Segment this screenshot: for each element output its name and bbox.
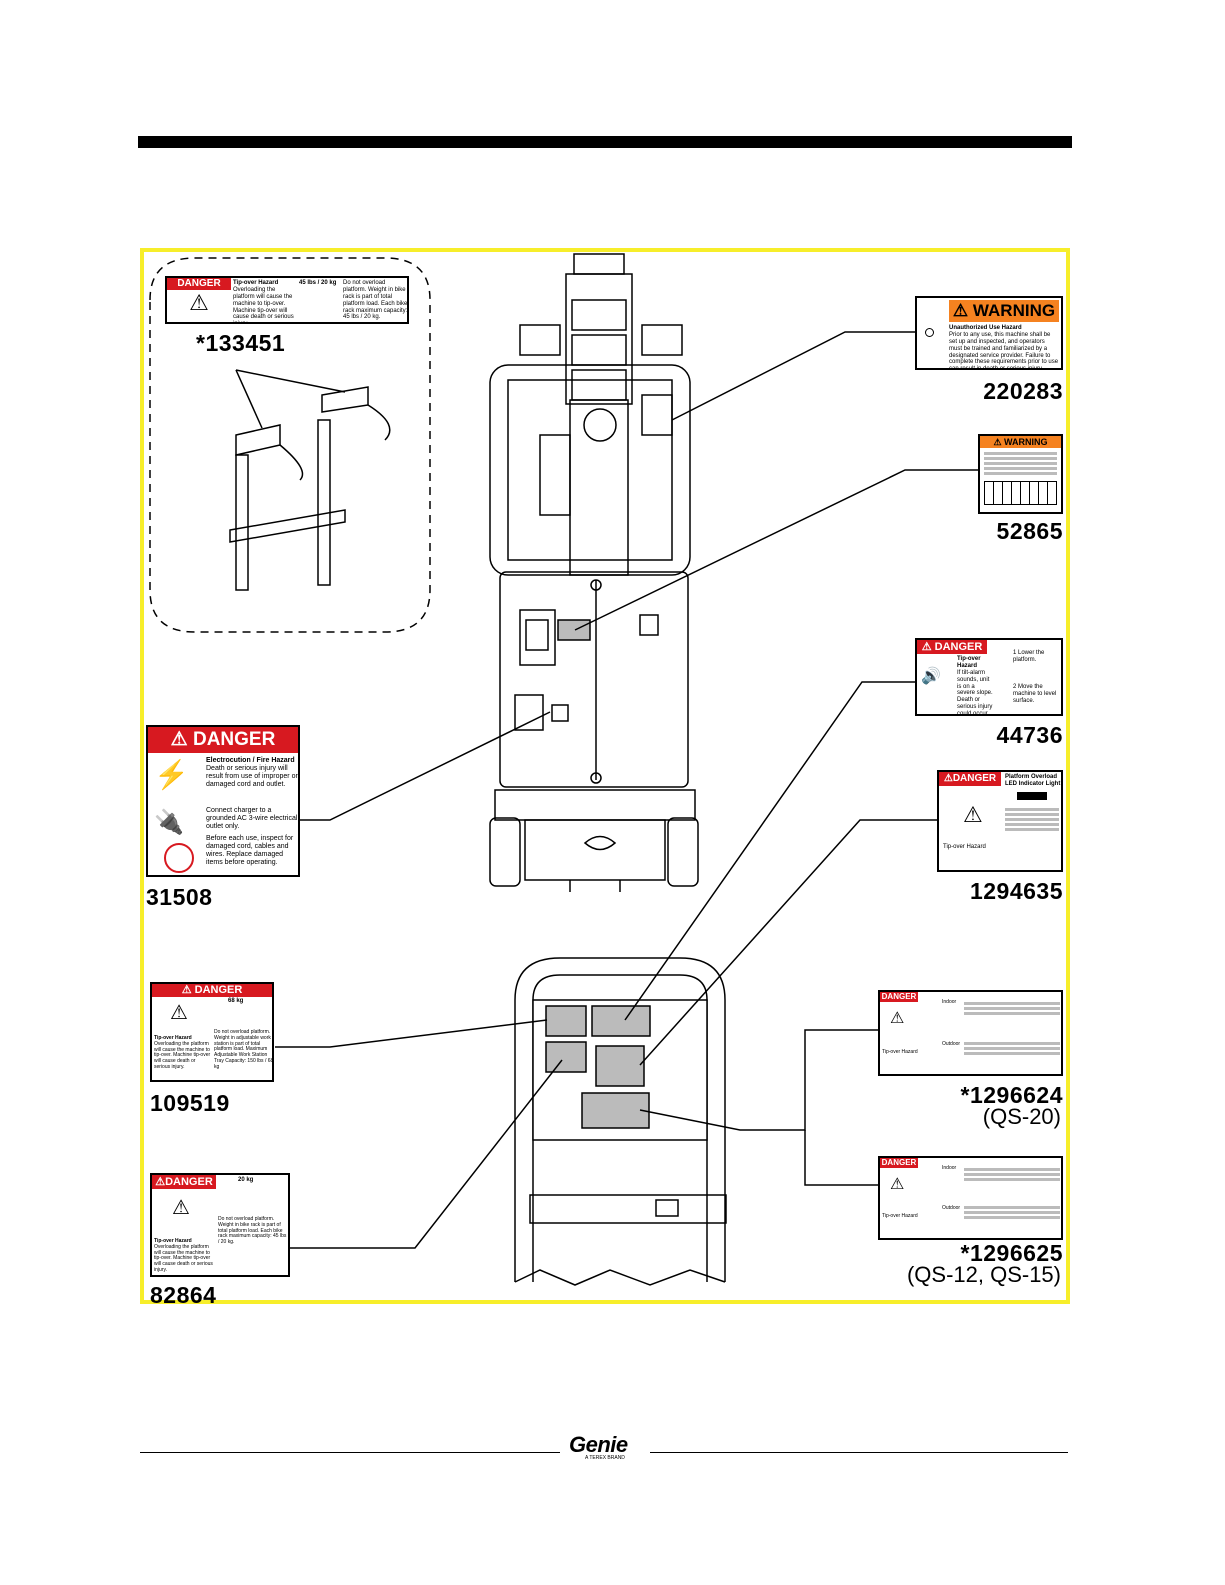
decal-133451: DANGER ⚠ Tip-over Hazard Overloading the…	[165, 276, 409, 324]
warning-triangle-icon: ⚠	[952, 301, 969, 320]
tipover-pictogram-icon: ⚠	[170, 1002, 188, 1024]
hazard-title: Electrocution / Fire Hazard	[206, 757, 295, 764]
hazard-text: Overloading the platform will cause the …	[154, 1243, 213, 1273]
hazard-title: Tip-over Hazard	[957, 656, 981, 669]
instruction-text: Do not overload platform. Weight in bike…	[343, 280, 408, 321]
danger-header: ⚠ DANGER	[917, 640, 987, 654]
hazard-title: Tip-over Hazard	[882, 1049, 918, 1055]
hazard-title: Tip-over Hazard	[943, 844, 986, 850]
hazard-title: Tip-over Hazard	[882, 1213, 918, 1219]
decal-82864: ⚠DANGER 20 kg ⚠ Tip-over Hazard Overload…	[150, 1173, 290, 1277]
danger-header: ⚠ DANGER	[152, 984, 272, 997]
led-indicator-icon	[1017, 792, 1047, 800]
decal-number-1296624: *1296624	[960, 1082, 1063, 1108]
hazard-text: If tilt-alarm sounds, unit is on a sever…	[957, 669, 993, 716]
hole-icon	[925, 328, 934, 337]
tipover-pictogram-icon: ⚠	[189, 289, 209, 315]
step-2: 2 Move the machine to level surface.	[1013, 684, 1057, 704]
footer-rule-right	[650, 1452, 1068, 1453]
genie-logo-tagline: A TEREX BRAND	[585, 1455, 625, 1461]
hazard-title: Tip-over Hazard	[233, 280, 279, 286]
no-damaged-cord-icon	[164, 843, 194, 873]
weight-label: 45 lbs / 20 kg	[299, 280, 337, 286]
decal-number-133451: *133451	[196, 330, 286, 356]
decal-number-109519: 109519	[150, 1090, 230, 1116]
decal-1296625: DANGER ⚠ Tip-over Hazard Indoor Outdoor	[878, 1156, 1063, 1240]
instruction-1: Connect charger to a grounded AC 3-wire …	[206, 807, 298, 831]
danger-header: DANGER	[167, 278, 231, 290]
warning-header: ⚠ WARNING	[949, 300, 1059, 322]
decal-legend-frame	[140, 248, 1070, 1304]
tipover-pictogram-icon: ⚠	[963, 802, 983, 827]
shock-icon: ⚡	[154, 759, 189, 790]
decal-number-31508: 31508	[146, 884, 213, 910]
step-1: 1 Lower the platform.	[1013, 650, 1045, 663]
danger-header: ⚠DANGER	[152, 1175, 216, 1189]
header-rule	[138, 136, 1072, 148]
instruction-2: Before each use, inspect for damaged cor…	[206, 835, 294, 867]
alarm-icon: 🔊	[921, 668, 941, 685]
warning-header: ⚠ WARNING	[980, 436, 1061, 448]
hazard-text: Death or serious injury will result from…	[206, 765, 298, 789]
decal-220283: ⚠ WARNING Unauthorized Use Hazard Prior …	[915, 296, 1063, 370]
danger-header: ⚠ DANGER	[148, 727, 298, 753]
weight-label: 68 kg	[228, 998, 244, 1004]
hazard-title: Unauthorized Use Hazard	[949, 325, 1022, 331]
row-outdoor: Outdoor	[942, 1041, 961, 1047]
decal-44736: ⚠ DANGER 🔊 Tip-over Hazard If tilt-alarm…	[915, 638, 1063, 716]
tipover-pictogram-icon: ⚠	[172, 1197, 190, 1219]
decal-title: Platform Overload LED Indicator Light	[1005, 774, 1061, 787]
genie-logo: Genie	[569, 1432, 628, 1457]
danger-header: ⚠DANGER	[939, 772, 1001, 786]
model-note-1296625: (QS-12, QS-15)	[906, 1262, 1061, 1287]
decal-1296624: DANGER ⚠ Tip-over Hazard Indoor Outdoor	[878, 990, 1063, 1076]
row-indoor: Indoor	[942, 999, 957, 1005]
decal-31508: ⚠ DANGER ⚡ Electrocution / Fire Hazard D…	[146, 725, 300, 877]
tipover-pictogram-icon: ⚠	[890, 1176, 905, 1193]
weight-label: 20 kg	[238, 1177, 254, 1183]
model-note-1296624: (QS-20)	[982, 1104, 1061, 1129]
decal-109519: ⚠ DANGER ⚠ 68 kg Tip-over Hazard Overloa…	[150, 982, 274, 1082]
hazard-text: Overloading the platform will cause the …	[233, 286, 294, 322]
danger-header: DANGER	[880, 992, 918, 1002]
hazard-text: Overloading the platform will cause the …	[154, 1040, 211, 1070]
maintenance-grid	[984, 481, 1057, 505]
decal-number-1296625: *1296625	[960, 1240, 1063, 1266]
danger-header: DANGER	[880, 1158, 918, 1168]
row-outdoor: Outdoor	[942, 1205, 961, 1211]
outlet-icon: 🔌	[154, 809, 184, 836]
hazard-text: Prior to any use, this machine shall be …	[949, 331, 1059, 370]
hazard-title: Tip-over Hazard	[154, 1238, 192, 1244]
decal-number-220283: 220283	[983, 378, 1063, 404]
row-indoor: Indoor	[942, 1165, 957, 1171]
decal-number-44736: 44736	[996, 722, 1063, 748]
tipover-pictogram-icon: ⚠	[890, 1010, 905, 1027]
footer-rule-left	[140, 1452, 560, 1453]
decal-number-52865: 52865	[996, 518, 1063, 544]
decal-number-1294635: 1294635	[969, 878, 1063, 904]
decal-number-82864: 82864	[150, 1282, 217, 1308]
decal-52865: ⚠ WARNING	[978, 434, 1063, 514]
instruction-text: Do not overload platform. Weight in bike…	[218, 1216, 287, 1245]
hazard-title: Tip-over Hazard	[154, 1035, 192, 1041]
instruction-text: Do not overload platform. Weight in adju…	[214, 1029, 274, 1070]
decal-1294635: ⚠DANGER Platform Overload LED Indicator …	[937, 770, 1063, 872]
